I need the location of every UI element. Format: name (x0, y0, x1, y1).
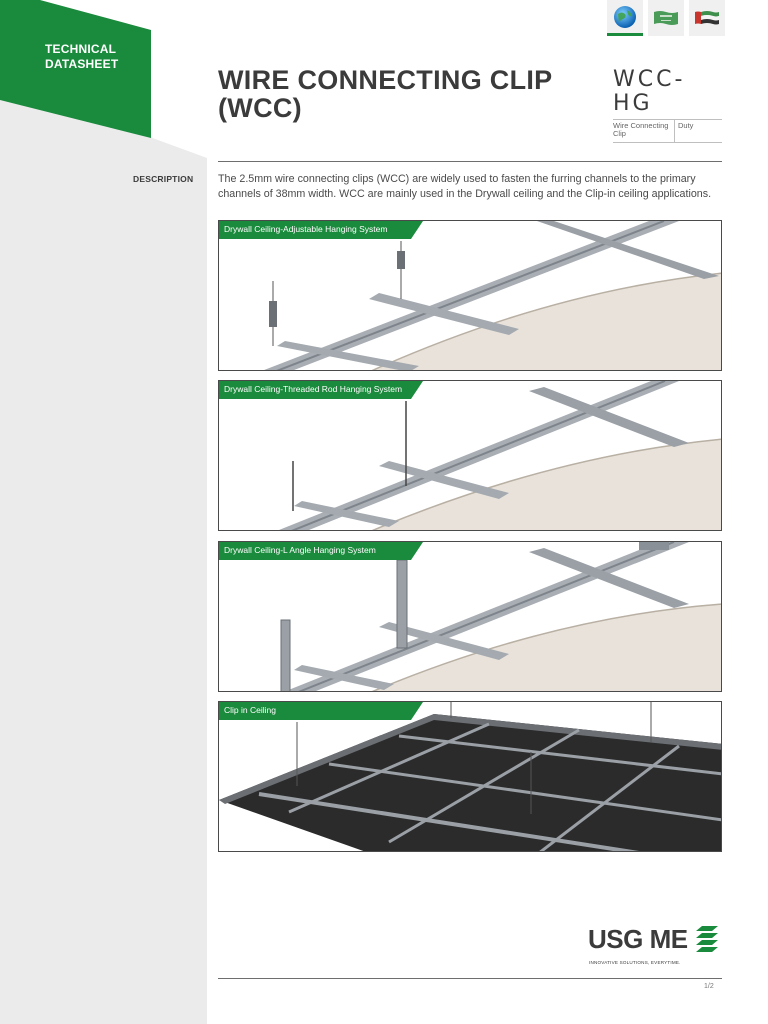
usg-me-logo: USG ME INNOVATIVE SOLUTIONS, EVERYTIME. (588, 924, 723, 968)
saudi-flag-icon (654, 11, 678, 25)
top-divider (218, 161, 722, 162)
green-tab (0, 0, 151, 138)
logo-tagline: INNOVATIVE SOLUTIONS, EVERYTIME. (589, 960, 681, 965)
title-line-2: (WCC) (218, 93, 302, 123)
panel-label-bg (219, 702, 423, 720)
panel-label: Drywall Ceiling-Threaded Rod Hanging Sys… (224, 384, 403, 394)
uae-flag-icon (695, 11, 719, 25)
code-description: Wire Connecting Clip (613, 120, 675, 142)
page-title: WIRE CONNECTING CLIP (WCC) (218, 66, 553, 122)
illustration-panel-clip-in: Clip in Ceiling (218, 701, 722, 852)
product-code-block: WCC-HG Wire Connecting Clip Duty (613, 68, 722, 143)
left-band (0, 0, 207, 1024)
panel-label: Drywall Ceiling-L Angle Hanging System (224, 545, 376, 555)
tab-line-2: DATASHEET (45, 57, 119, 71)
page-number: 1/2 (704, 983, 714, 990)
illustration-panel-adjustable: Drywall Ceiling-Adjustable Hanging Syste… (218, 220, 722, 371)
panel-label-bg (219, 542, 423, 560)
illustration-panel-l-angle: Drywall Ceiling-L Angle Hanging System (218, 541, 722, 692)
globe-icon (614, 5, 636, 28)
clip-in-ceiling-illustration (219, 702, 721, 851)
logo-text: USG ME (588, 924, 688, 954)
product-code: WCC-HG (613, 67, 686, 116)
description-label: DESCRIPTION (133, 174, 194, 184)
language-arabic-sa-button[interactable] (648, 0, 684, 36)
language-arabic-ae-button[interactable] (689, 0, 725, 36)
product-code-table: Wire Connecting Clip Duty (613, 119, 722, 143)
description-text: The 2.5mm wire connecting clips (WCC) ar… (218, 173, 712, 200)
bottom-divider (218, 978, 722, 979)
panel-label-bg (219, 381, 423, 399)
threaded-rod-illustration (278, 381, 721, 530)
code-duty: Duty (678, 121, 694, 130)
document-type-label: TECHNICAL DATASHEET (45, 42, 118, 72)
title-line-1: WIRE CONNECTING CLIP (218, 65, 553, 95)
illustration-panel-threaded-rod: Drywall Ceiling-Threaded Rod Hanging Sys… (218, 380, 722, 531)
language-english-button[interactable] (607, 0, 643, 36)
panel-label: Clip in Ceiling (224, 705, 276, 715)
adjustable-hanging-illustration (264, 221, 721, 370)
logo-stripes-icon (696, 926, 718, 952)
tab-line-1: TECHNICAL (45, 42, 117, 56)
panel-label-bg (219, 221, 423, 239)
l-angle-illustration (280, 542, 721, 691)
language-bar (607, 0, 725, 36)
panel-label: Drywall Ceiling-Adjustable Hanging Syste… (224, 224, 388, 234)
